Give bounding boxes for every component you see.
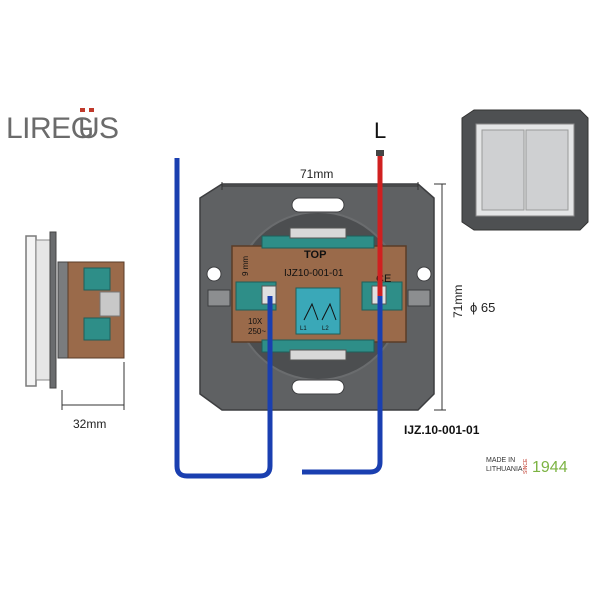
mechanism-latch-top (289, 227, 347, 239)
frame-claw-left (207, 289, 231, 307)
terminal-label-l1: L1 (300, 326, 307, 332)
thumbnail-button-right (525, 129, 569, 211)
thumbnail-button-left (481, 129, 525, 211)
front-view: TOP IJZ10-001-01 9 mm CE 10X 250~ L1 L2 … (199, 167, 465, 411)
depth-dimension-label: 32mm (73, 417, 106, 431)
side-view-screw (99, 291, 121, 317)
side-view: 32mm (25, 231, 125, 431)
side-view-cover (25, 235, 37, 387)
side-view-terminal-bottom (83, 317, 111, 341)
since-label: SINCE (523, 458, 529, 474)
wires: L (174, 118, 386, 479)
side-view-plate (49, 231, 57, 389)
wire-neutral-loop (174, 158, 273, 479)
mechanism-code: IJZ10-001-01 (284, 268, 344, 279)
made-in-label: MADE IN (486, 457, 515, 464)
origin-badge: MADE IN LITHUANIA SINCE 1944 (486, 457, 568, 476)
wire-line-end (376, 150, 384, 156)
line-label: L (374, 118, 386, 143)
frame-slot-bottom (291, 379, 345, 395)
logo-text-s: S (99, 112, 119, 145)
terminal-label-l2: L2 (322, 326, 329, 332)
side-view-frame (35, 239, 51, 381)
frame-hole-left (206, 266, 222, 282)
product-thumbnail (461, 109, 589, 231)
logo-accent-dot-right (89, 108, 94, 112)
mechanism-latch-bottom (289, 349, 347, 361)
width-dimension-label: 71mm (300, 167, 333, 181)
switch-symbol (303, 302, 337, 321)
mechanism-rating-voltage: 250~ (248, 327, 266, 336)
side-view-claw (57, 261, 69, 359)
logo-text-u: U (78, 112, 100, 145)
model-number: IJZ.10-001-01 (404, 423, 480, 437)
side-view-terminal-top (83, 267, 111, 291)
mechanism-strip-length: 9 mm (241, 256, 250, 276)
logo-text-main: LIREG (6, 112, 94, 145)
frame-hole-right (416, 266, 432, 282)
logo-accent-dot-left (80, 108, 85, 112)
country-label: LITHUANIA (486, 466, 523, 473)
frame-claw-right (407, 289, 431, 307)
wire-load (302, 296, 383, 475)
founding-year: 1944 (532, 459, 568, 476)
mechanism-top-label: TOP (304, 249, 326, 261)
height-dimension-label: 71mm (451, 285, 465, 318)
brand-logo: LIREG U S (6, 108, 119, 145)
frame-slot-top (291, 197, 345, 213)
diameter-label: ϕ 65 (470, 300, 495, 315)
mechanism-rating-current: 10X (248, 317, 263, 326)
